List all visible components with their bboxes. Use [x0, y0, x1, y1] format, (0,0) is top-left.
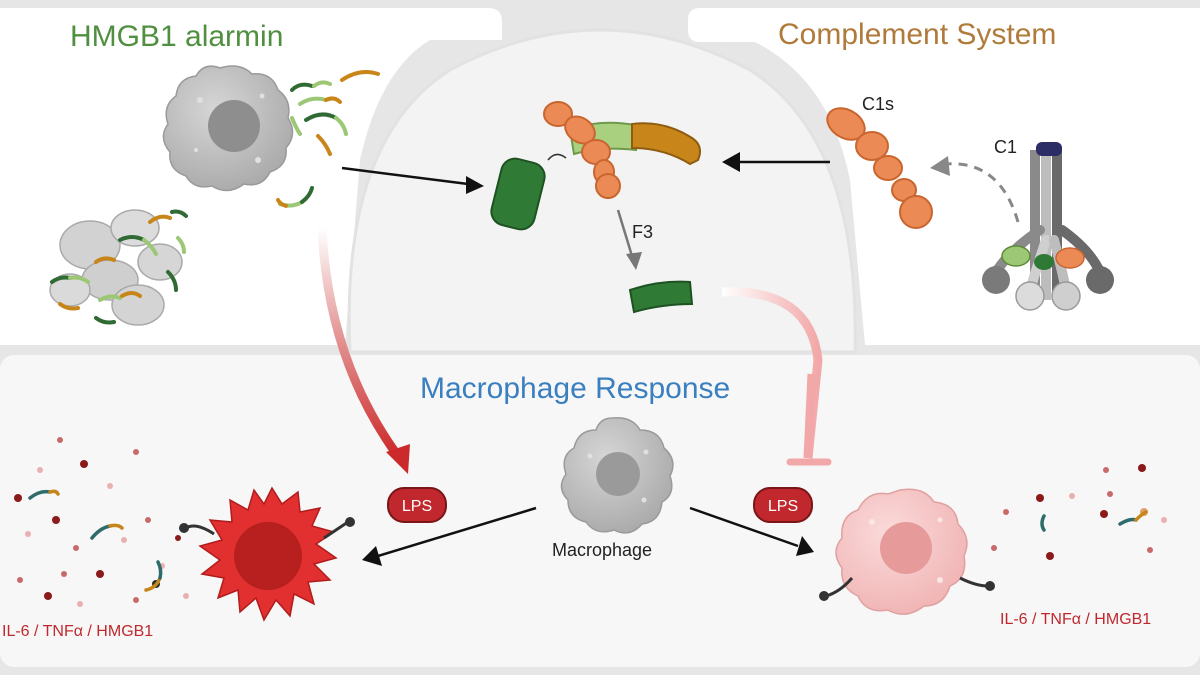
macrophage-response-title: Macrophage Response [420, 372, 730, 405]
lps-badge-right: LPS [753, 487, 813, 523]
lps-label-left: LPS [402, 498, 432, 515]
inhibition-arrow [721, 287, 832, 466]
hmgb1-fragments-icon [276, 70, 380, 208]
hmgb1-c1s-complex-icon [490, 101, 701, 231]
lps-badge-left: LPS [387, 487, 447, 523]
cytokines-right-label: IL-6 / TNFα / HMGB1 [1000, 611, 1151, 628]
cytokines-right-icon [991, 464, 1167, 560]
lps-label-right: LPS [768, 498, 798, 515]
c1-label: C1 [994, 137, 1017, 157]
c1-complex-icon [982, 142, 1114, 311]
hmgb1-title: HMGB1 alarmin [70, 20, 283, 53]
cytokines-left-label: IL-6 / TNFα / HMGB1 [2, 623, 153, 640]
c1s-icon [826, 107, 933, 229]
c1-release-arrow [930, 156, 1020, 223]
tolerant-macrophage-icon [819, 488, 995, 615]
f3-fragment-icon [628, 280, 694, 314]
resting-macrophage-icon [560, 417, 674, 534]
dying-cell-icon [162, 65, 294, 192]
activation-outcome-arrow [362, 506, 537, 566]
c1s-binding-arrow [722, 152, 830, 172]
activated-macrophage-icon [179, 486, 355, 622]
c1s-label: C1s [862, 94, 894, 114]
f3-cleavage-arrow [616, 209, 642, 270]
complement-title: Complement System [778, 18, 1056, 51]
apoptotic-bodies-icon [49, 209, 188, 326]
macrophage-label: Macrophage [552, 540, 652, 560]
tolerance-outcome-arrow [689, 506, 814, 556]
activation-arrow [317, 227, 410, 474]
cytokines-left-icon [14, 437, 189, 607]
hmgb1-binding-arrow [341, 166, 484, 194]
f3-label: F3 [632, 222, 653, 242]
